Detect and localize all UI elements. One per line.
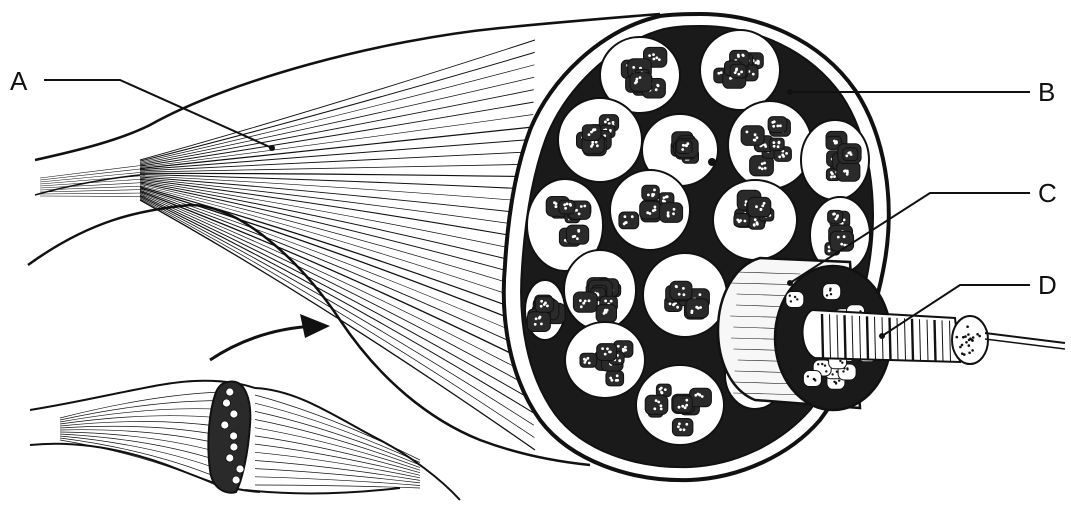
label-a: A xyxy=(10,66,28,96)
label-c: C xyxy=(1038,178,1057,208)
arrow-head-icon xyxy=(300,314,330,338)
arrow-icon xyxy=(210,326,315,360)
myofibril-strand xyxy=(985,333,1065,343)
label-d: D xyxy=(1038,270,1057,300)
muscle-fiber xyxy=(803,310,1065,364)
leader-line-a xyxy=(44,80,272,148)
inset-muscle xyxy=(30,314,460,500)
muscle-striation-lines xyxy=(40,40,535,450)
label-b: B xyxy=(1038,77,1055,107)
